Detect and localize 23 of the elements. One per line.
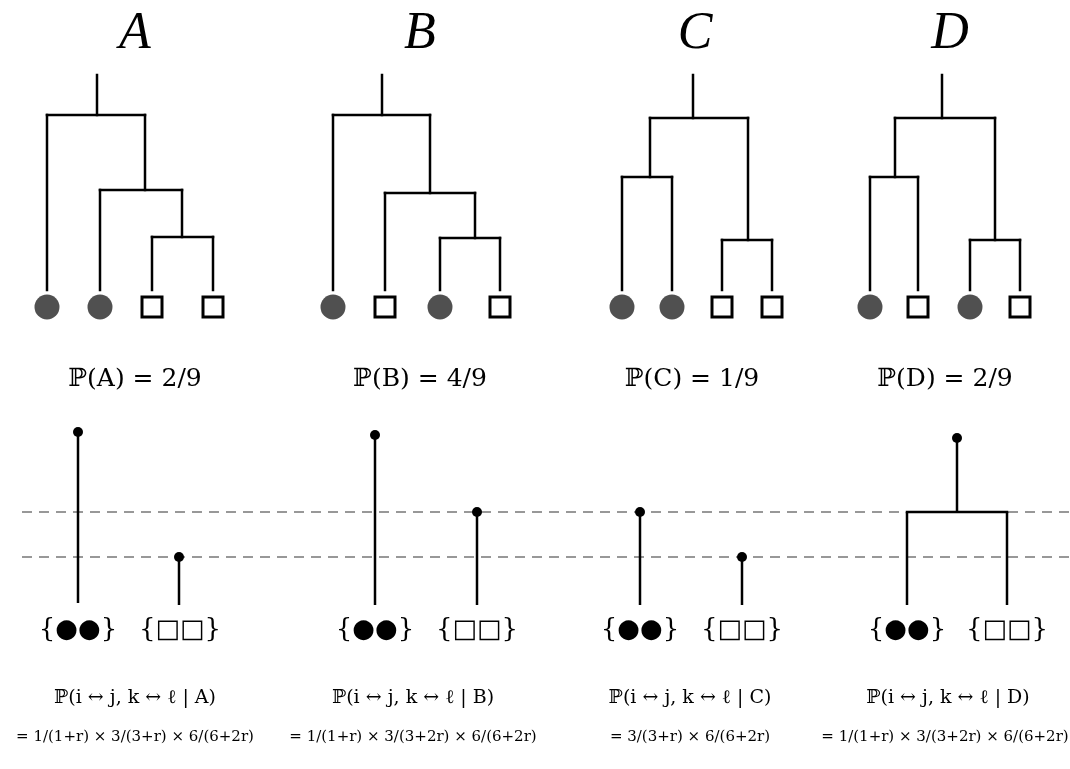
probability-formula: ℙ(i ↔ j, k ↔ ℓ | C) xyxy=(608,686,772,707)
tree-letter: C xyxy=(677,2,713,60)
set-label: {□□} xyxy=(435,614,519,643)
probability-label: ℙ(D) = 2/9 xyxy=(877,364,1013,392)
set-label: {●●} xyxy=(335,614,415,643)
fraction-product: = 1/(1+r) × 3/(3+r) × 6/(6+2r) xyxy=(16,728,254,745)
probability-formula: ℙ(i ↔ j, k ↔ ℓ | A) xyxy=(54,686,216,707)
probability-label: ℙ(A) = 2/9 xyxy=(68,364,202,392)
set-label: {□□} xyxy=(700,614,784,643)
probability-formula: ℙ(i ↔ j, k ↔ ℓ | B) xyxy=(331,686,495,707)
tree-letter: D xyxy=(931,2,969,60)
set-label: {●●} xyxy=(38,614,118,643)
set-label: {●●} xyxy=(600,614,680,643)
set-label: {□□} xyxy=(965,614,1049,643)
probability-label: ℙ(C) = 1/9 xyxy=(624,364,760,392)
probability-label: ℙ(B) = 4/9 xyxy=(353,364,487,392)
fraction-product: = 1/(1+r) × 3/(3+2r) × 6/(6+2r) xyxy=(289,728,537,745)
fraction-product: = 3/(3+r) × 6/(6+2r) xyxy=(609,728,771,745)
probability-formula: ℙ(i ↔ j, k ↔ ℓ | D) xyxy=(866,686,1030,707)
tree-letter: B xyxy=(404,2,436,60)
set-label: {□□} xyxy=(138,614,222,643)
fraction-product: = 1/(1+r) × 3/(3+2r) × 6/(6+2r) xyxy=(821,728,1069,745)
set-label: {●●} xyxy=(867,614,947,643)
